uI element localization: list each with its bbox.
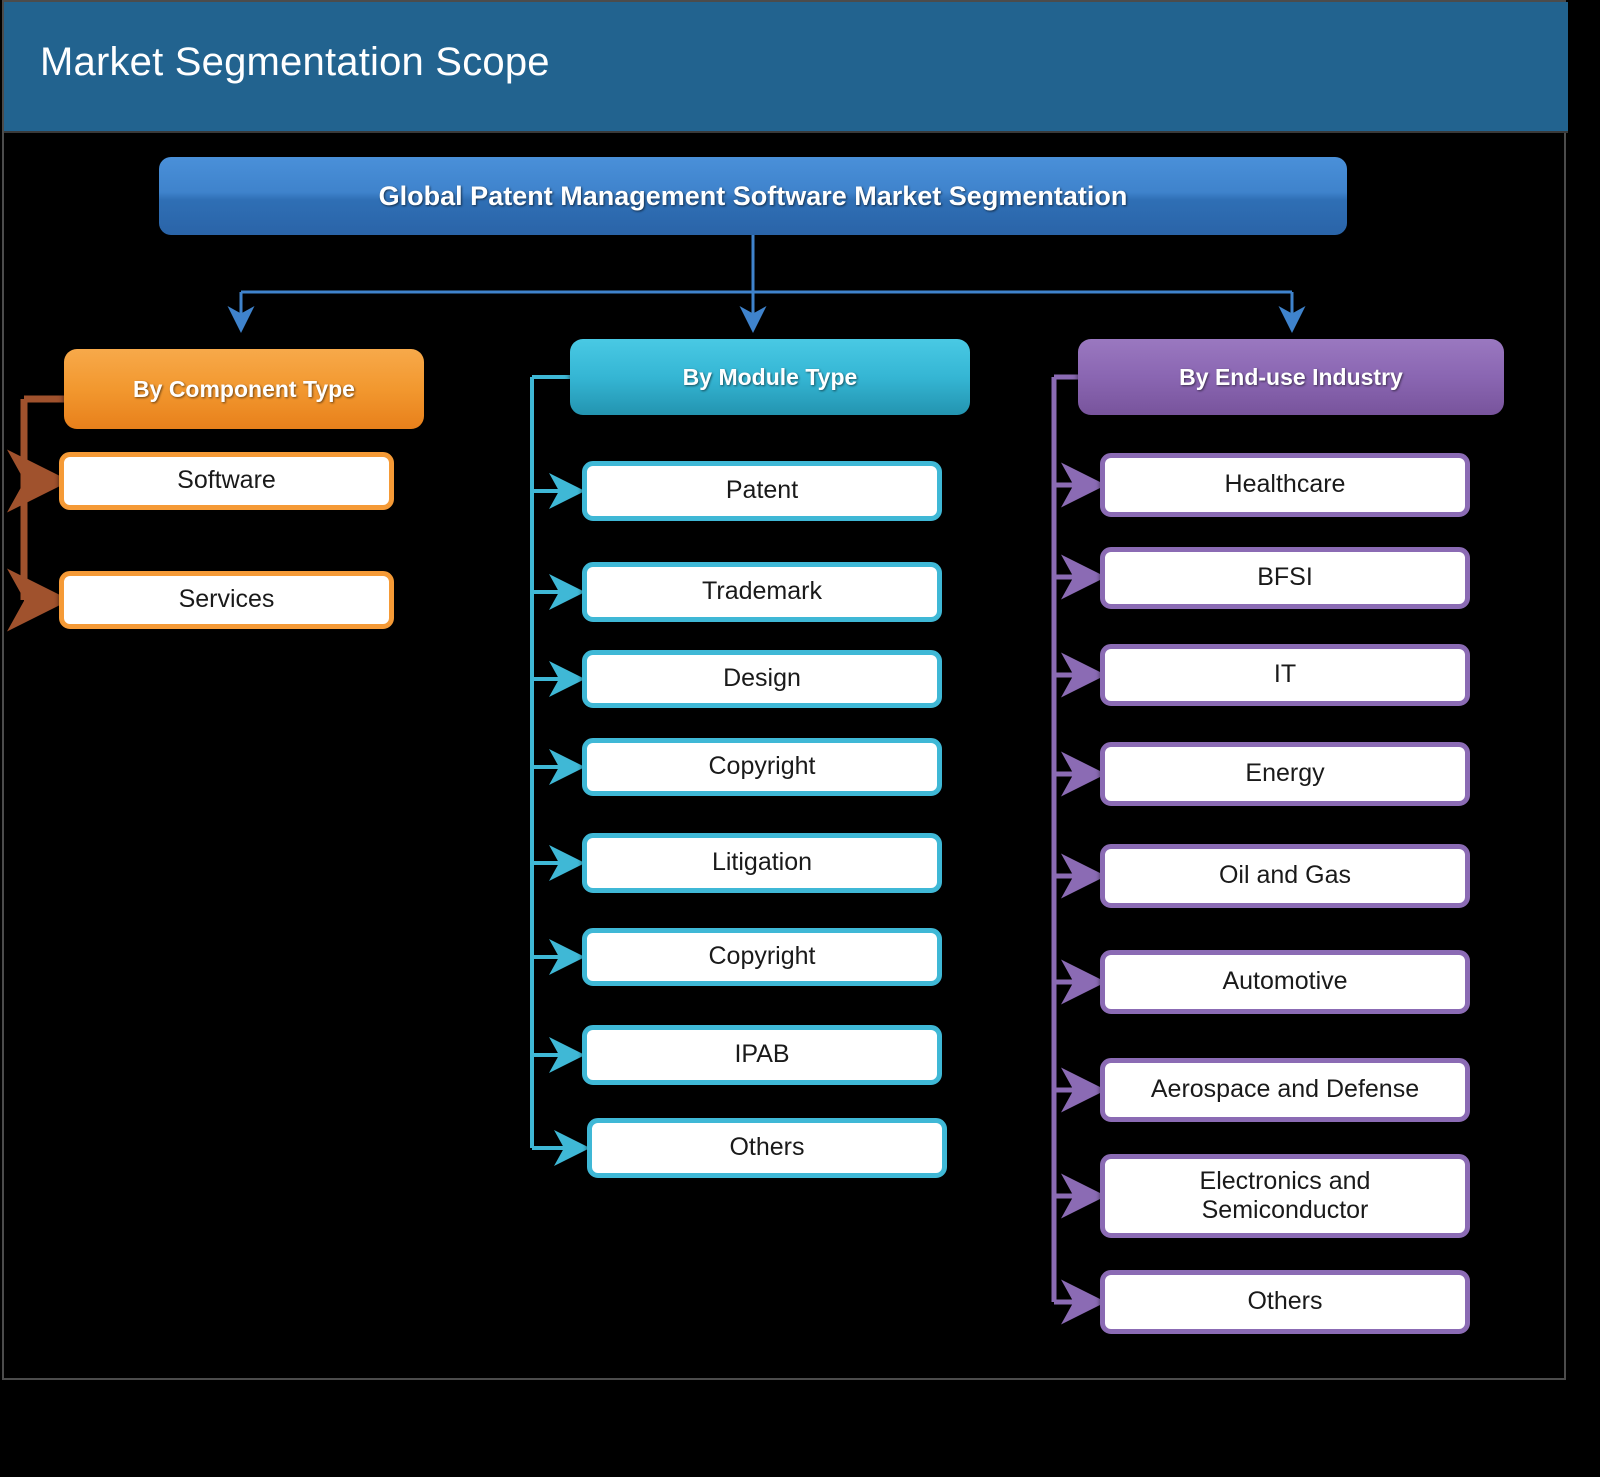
leaf-node-energy[interactable]: Energy xyxy=(1100,742,1470,806)
root-node-box: Global Patent Management Software Market… xyxy=(159,157,1347,235)
leaf-node-aerospace-and-defense[interactable]: Aerospace and Defense xyxy=(1100,1058,1470,1122)
column-header-component-type[interactable]: By Component Type xyxy=(64,349,424,429)
leaf-node-it[interactable]: IT xyxy=(1100,644,1470,706)
leaf-label: Energy xyxy=(1245,759,1325,788)
leaf-node-others-enduse[interactable]: Others xyxy=(1100,1270,1470,1334)
leaf-label: Patent xyxy=(725,476,799,505)
leaf-node-electronics-and-semiconductor[interactable]: Electronics and Semiconductor xyxy=(1100,1154,1470,1238)
leaf-label: Software xyxy=(177,466,276,495)
leaf-label: BFSI xyxy=(1257,563,1313,592)
leaf-node-services[interactable]: Services xyxy=(59,571,394,629)
leaf-node-automotive[interactable]: Automotive xyxy=(1100,950,1470,1014)
leaf-label: Copyright xyxy=(708,942,816,971)
leaf-node-others-module[interactable]: Others xyxy=(587,1118,947,1178)
leaf-node-patent[interactable]: Patent xyxy=(582,461,942,521)
leaf-label: Design xyxy=(723,664,801,693)
leaf-node-design[interactable]: Design xyxy=(582,650,942,708)
leaf-node-oil-and-gas[interactable]: Oil and Gas xyxy=(1100,844,1470,908)
leaf-node-trademark[interactable]: Trademark xyxy=(582,562,942,622)
header-bar: Market Segmentation Scope xyxy=(4,2,1568,133)
diagram-frame: Market Segmentation Scope Global Patent … xyxy=(2,0,1568,1380)
leaf-node-litigation[interactable]: Litigation xyxy=(582,833,942,893)
leaf-label: Others xyxy=(1247,1287,1323,1316)
leaf-node-ipab[interactable]: IPAB xyxy=(582,1025,942,1085)
leaf-node-software[interactable]: Software xyxy=(59,452,394,510)
leaf-label: Trademark xyxy=(702,577,822,606)
leaf-label: Oil and Gas xyxy=(1218,861,1351,890)
column-header-label: By End-use Industry xyxy=(1179,363,1403,390)
leaf-node-bfsi[interactable]: BFSI xyxy=(1100,547,1470,609)
leaf-label: IT xyxy=(1273,660,1297,689)
page-title: Market Segmentation Scope xyxy=(40,40,550,84)
leaf-label: Litigation xyxy=(711,848,813,877)
root-node-label: Global Patent Management Software Market… xyxy=(378,180,1128,211)
leaf-label: Healthcare xyxy=(1224,470,1346,499)
leaf-label: IPAB xyxy=(734,1040,790,1069)
leaf-label: Others xyxy=(729,1133,805,1162)
column-header-end-use-industry[interactable]: By End-use Industry xyxy=(1078,339,1504,415)
leaf-label: Electronics and Semiconductor xyxy=(1199,1166,1371,1225)
leaf-label: Automotive xyxy=(1222,967,1348,996)
leaf-label: Copyright xyxy=(708,752,816,781)
leaf-node-copyright-1[interactable]: Copyright xyxy=(582,738,942,796)
column-header-label: By Component Type xyxy=(133,375,355,402)
leaf-label: Aerospace and Defense xyxy=(1150,1075,1420,1104)
column-header-module-type[interactable]: By Module Type xyxy=(570,339,970,415)
leaf-node-copyright-2[interactable]: Copyright xyxy=(582,928,942,986)
leaf-node-healthcare[interactable]: Healthcare xyxy=(1100,453,1470,517)
leaf-label: Services xyxy=(178,585,275,614)
column-header-label: By Module Type xyxy=(682,363,858,390)
